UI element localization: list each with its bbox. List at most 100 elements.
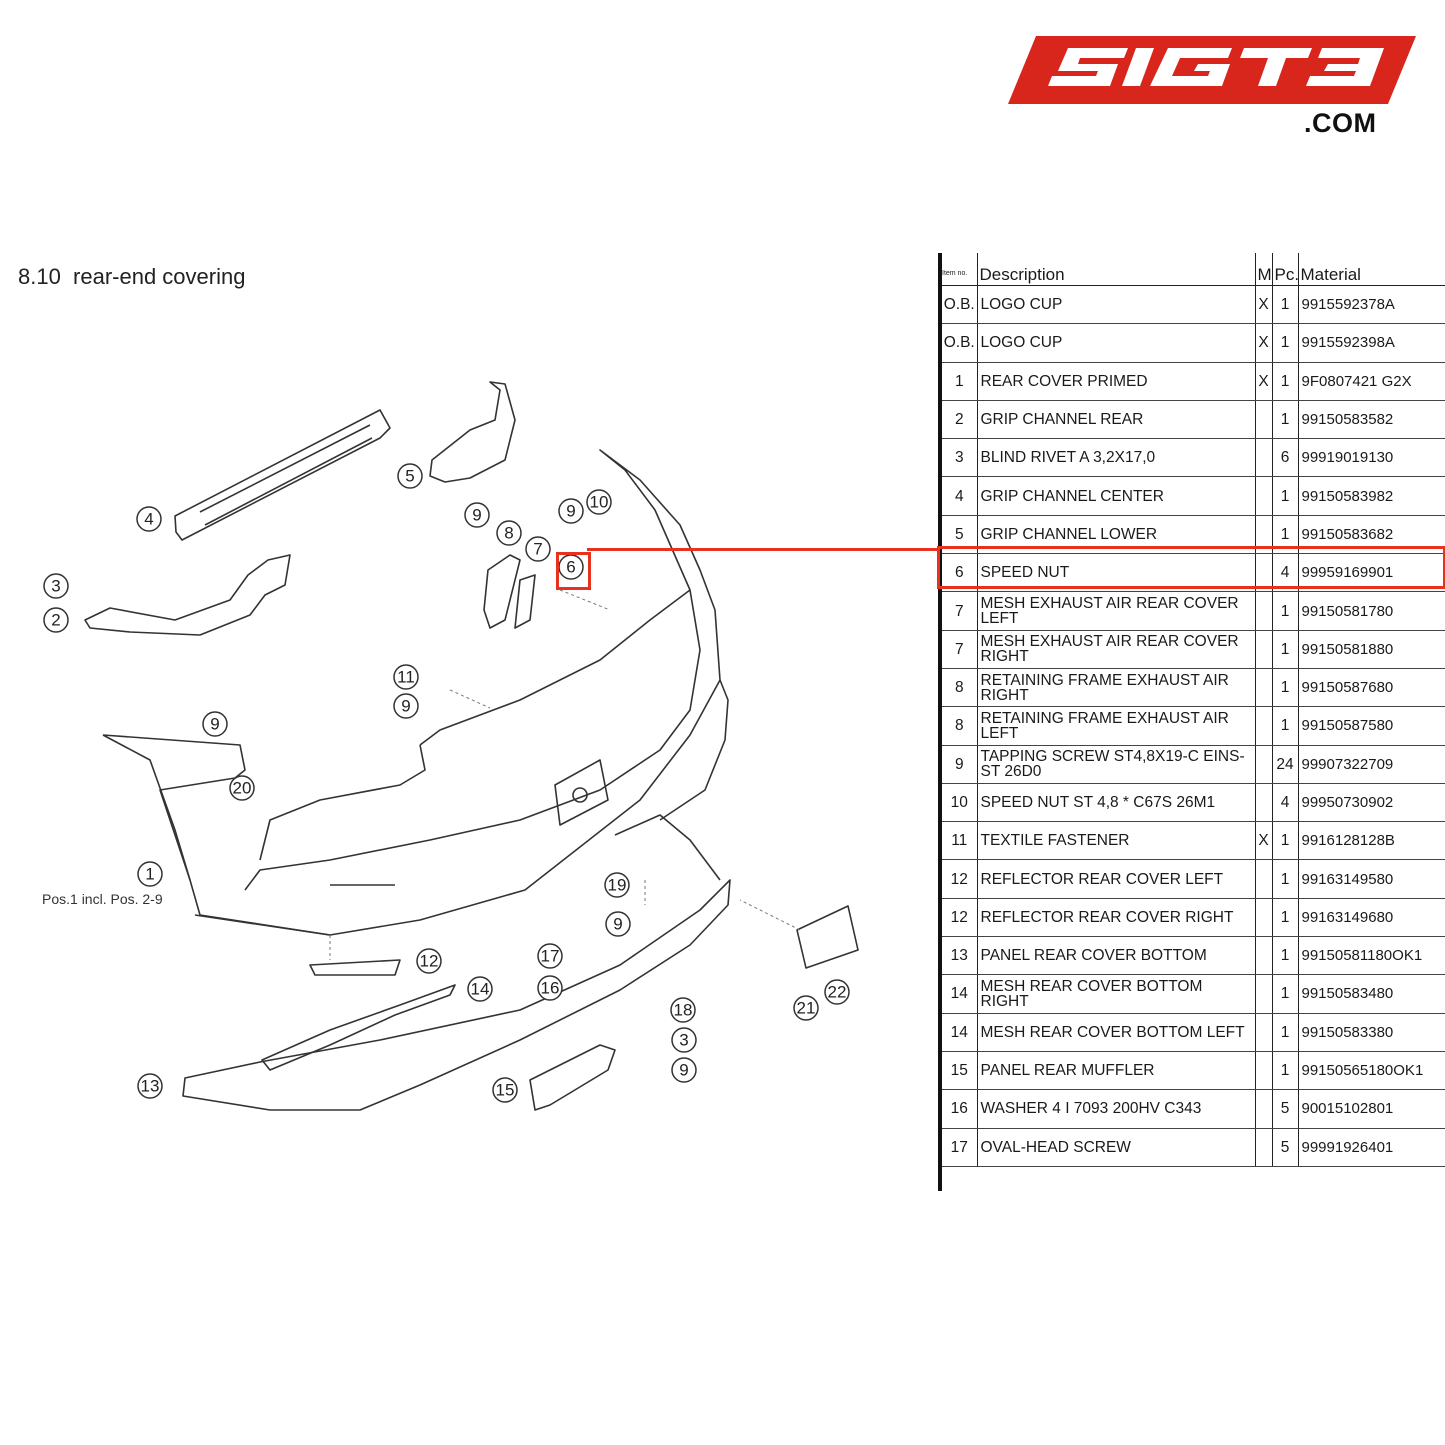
row-material-number: 99150581780	[1298, 591, 1445, 631]
row-material-number: 9915592378A	[1298, 285, 1445, 325]
header-m: M	[1255, 253, 1273, 286]
row-m-flag	[1255, 553, 1273, 593]
callout-9f: 9	[679, 1061, 688, 1080]
highlight-row-box	[937, 546, 1445, 589]
section-title: 8.10 rear-end covering	[18, 264, 246, 289]
row-material-number: 99163149680	[1298, 898, 1445, 938]
row-m-flag	[1255, 859, 1273, 899]
row-description: REFLECTOR REAR COVER RIGHT	[977, 898, 1256, 938]
row-quantity: 1	[1272, 936, 1299, 976]
callout-13: 13	[141, 1077, 160, 1096]
row-material-number: 99150587680	[1298, 668, 1445, 708]
callout-9c: 9	[401, 697, 410, 716]
row-item-no: 14	[938, 974, 978, 1014]
row-material-number: 99150583982	[1298, 476, 1445, 516]
header-pc: Pc.	[1272, 253, 1299, 286]
row-description: PANEL REAR MUFFLER	[977, 1051, 1256, 1091]
row-quantity: 1	[1272, 668, 1299, 708]
callout-5: 5	[405, 467, 414, 486]
row-item-no: 8	[938, 668, 978, 708]
header-material: Material	[1298, 253, 1445, 286]
callout-16: 16	[541, 979, 560, 998]
callout-7: 7	[533, 540, 542, 559]
callout-9b: 9	[566, 502, 575, 521]
callout-10: 10	[590, 493, 609, 512]
row-material-number: 99163149580	[1298, 859, 1445, 899]
row-material-number: 9915592398A	[1298, 323, 1445, 363]
row-quantity: 1	[1272, 476, 1299, 516]
row-m-flag	[1255, 974, 1273, 1014]
callout-22: 22	[828, 983, 847, 1002]
row-m-flag	[1255, 438, 1273, 478]
row-item-no: 2	[938, 400, 978, 440]
row-quantity: 1	[1272, 706, 1299, 746]
part-rear-cover	[102, 449, 721, 936]
row-description: RETAINING FRAME EXHAUST AIR LEFT	[977, 706, 1256, 746]
row-material-number: 99150581880	[1298, 630, 1445, 669]
row-description: WASHER 4 I 7093 200HV C343	[977, 1089, 1256, 1129]
row-item-no: O.B.	[938, 323, 978, 363]
row-item-no: O.B.	[938, 285, 978, 325]
row-description: GRIP CHANNEL CENTER	[977, 476, 1256, 516]
table-header-row: Item no. Description M Pc. Material	[940, 253, 1445, 286]
row-material-number: 99950730902	[1298, 783, 1445, 823]
part-panel-rear-cover-bottom	[182, 879, 731, 1111]
row-m-flag: X	[1255, 285, 1273, 325]
row-material-number: 99150587580	[1298, 706, 1445, 746]
row-material-number: 99150581180OK1	[1298, 936, 1445, 976]
row-material-number: 99991926401	[1298, 1128, 1445, 1167]
site-logo[interactable]: .COM	[1008, 34, 1418, 144]
callout-3b: 3	[679, 1031, 688, 1050]
callout-8: 8	[504, 524, 513, 543]
row-item-no: 1	[938, 362, 978, 401]
row-m-flag	[1255, 783, 1273, 823]
row-m-flag	[1255, 515, 1273, 555]
row-m-flag	[1255, 1051, 1273, 1091]
row-m-flag: X	[1255, 362, 1273, 401]
callout-1: 1	[145, 865, 154, 884]
row-quantity: 4	[1272, 553, 1299, 593]
row-material-number: 99907322709	[1298, 745, 1445, 784]
parts-table: Item no. Description M Pc. Material O.B.…	[938, 253, 1445, 1167]
row-description: SPEED NUT	[977, 553, 1256, 593]
part-mesh-rear-cover-bottom	[261, 984, 456, 1071]
row-m-flag	[1255, 1089, 1273, 1129]
callout-6: 6	[566, 558, 575, 577]
logo-domain-suffix: .COM	[1304, 108, 1377, 138]
row-material-number: 99150565180OK1	[1298, 1051, 1445, 1091]
part-panel-rear-muffler	[529, 1044, 616, 1111]
row-quantity: 1	[1272, 323, 1299, 363]
row-material-number: 99150583480	[1298, 974, 1445, 1014]
row-description: OVAL-HEAD SCREW	[977, 1128, 1256, 1167]
callout-2: 2	[51, 611, 60, 630]
part-plate	[796, 905, 859, 969]
row-item-no: 16	[938, 1089, 978, 1129]
row-item-no: 4	[938, 476, 978, 516]
row-quantity: 1	[1272, 285, 1299, 325]
row-description: BLIND RIVET A 3,2X17,0	[977, 438, 1256, 478]
row-material-number: 99150583582	[1298, 400, 1445, 440]
row-item-no: 17	[938, 1128, 978, 1167]
